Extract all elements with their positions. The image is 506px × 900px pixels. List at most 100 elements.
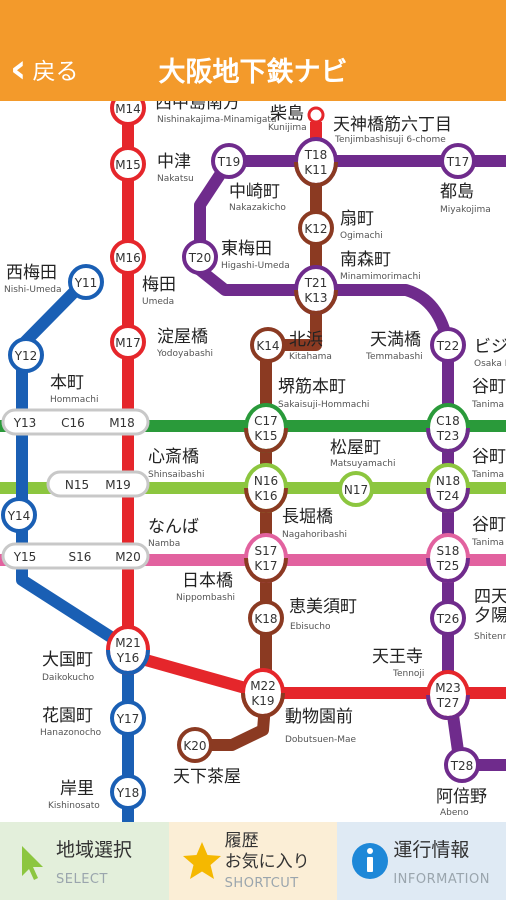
station-marker[interactable]: K18 xyxy=(248,600,284,636)
station-marker[interactable]: T26 xyxy=(430,600,466,636)
station-marker[interactable]: M14 xyxy=(110,101,146,126)
tab-information[interactable]: 運行情報 INFORMATION xyxy=(337,822,506,900)
station-marker[interactable]: Y11 xyxy=(68,264,104,300)
station-circle xyxy=(8,337,44,373)
station-romaji: Temmabashi xyxy=(365,352,423,362)
station-circle-half xyxy=(294,289,338,315)
station-circle xyxy=(430,327,466,363)
station-circle-half xyxy=(426,694,470,720)
station-marker[interactable]: K14 xyxy=(250,327,286,363)
station-name: 夕陽 xyxy=(474,606,506,626)
station-name: 西中島南方 xyxy=(155,101,240,113)
station-circle-half xyxy=(241,692,285,718)
station-circle xyxy=(211,143,247,179)
station-marker[interactable]: K20 xyxy=(177,727,213,763)
station-circle xyxy=(110,324,146,360)
station-marker[interactable]: M15 xyxy=(110,146,146,182)
station-marker[interactable]: M17 xyxy=(110,324,146,360)
station-marker[interactable]: Y14 xyxy=(1,497,37,533)
tab-shortcut[interactable]: 履歴 お気に入り SHORTCUT xyxy=(168,822,338,900)
station-code: Y15 xyxy=(13,550,37,564)
station-marker[interactable]: T28 xyxy=(444,747,480,783)
station-code: Y17 xyxy=(116,712,140,726)
station-name: 花園町 xyxy=(42,706,93,726)
station-circle xyxy=(110,700,146,736)
tab-region-select[interactable]: 地域選択 SELECT xyxy=(0,822,169,900)
station-code: Y12 xyxy=(14,349,38,363)
station-marker[interactable]: Y17 xyxy=(110,700,146,736)
station-code: T20 xyxy=(188,251,212,265)
station-code: K12 xyxy=(304,222,327,236)
station-code: T23 xyxy=(436,429,460,443)
station-code: T27 xyxy=(436,696,460,710)
station-romaji: Tanima xyxy=(471,470,504,480)
station-name: ビジネ xyxy=(474,337,506,357)
station-circle xyxy=(250,327,286,363)
station-circle-half xyxy=(106,649,150,675)
station-romaji: Ogimachi xyxy=(340,231,383,241)
station-romaji: Tenjimbashisuji 6-chome xyxy=(334,135,446,145)
station-marker[interactable]: Y12 xyxy=(8,337,44,373)
tab-shortcut-label: 履歴 お気に入り xyxy=(224,831,310,872)
back-button[interactable]: ‹ 戻る xyxy=(10,44,78,94)
station-marker[interactable]: Y18 xyxy=(110,774,146,810)
station-marker[interactable]: T22 xyxy=(430,327,466,363)
station-marker[interactable]: N17 xyxy=(338,471,374,507)
station-name: 中津 xyxy=(157,152,191,172)
station-code: Y11 xyxy=(74,276,98,290)
station-marker[interactable]: K12 xyxy=(298,210,334,246)
station-code: M18 xyxy=(109,416,135,430)
station-romaji: Tanima xyxy=(471,538,504,548)
station-code: K19 xyxy=(251,694,274,708)
station-romaji: Umeda xyxy=(142,297,174,307)
station-circle-half xyxy=(294,161,338,187)
station-code: Y14 xyxy=(7,509,31,523)
chevron-left-icon: ‹ xyxy=(10,46,27,92)
station-pill xyxy=(46,470,150,498)
station-romaji: Higashi-Umeda xyxy=(221,261,290,271)
station-romaji: Nagahoribashi xyxy=(282,530,347,540)
station-code: M20 xyxy=(115,550,141,564)
station-code: K11 xyxy=(304,163,327,177)
station-romaji: Nippombashi xyxy=(176,593,235,603)
station-marker[interactable]: M16 xyxy=(110,239,146,275)
station-code: M15 xyxy=(115,158,141,172)
station-name: 心斎橋 xyxy=(148,447,199,467)
station-name: 梅田 xyxy=(142,275,176,295)
station-name: 堺筋本町 xyxy=(278,377,346,397)
tab-information-sub: INFORMATION xyxy=(393,872,490,887)
station-romaji: Miyakojima xyxy=(440,205,491,215)
station-marker[interactable]: T17 xyxy=(440,143,476,179)
station-circle-half xyxy=(244,487,288,513)
station-circle xyxy=(182,239,218,275)
station-romaji: Daikokucho xyxy=(42,673,95,683)
station-code: T24 xyxy=(436,489,460,503)
station-romaji: Yodoyabashi xyxy=(156,349,213,359)
station-name: 天下茶屋 xyxy=(173,767,241,787)
station-marker[interactable]: T19 xyxy=(211,143,247,179)
station-name: 阿倍野 xyxy=(436,787,487,807)
station-marker[interactable]: T20 xyxy=(182,239,218,275)
station-code: M17 xyxy=(115,336,141,350)
station-name: 松屋町 xyxy=(330,438,381,458)
station-code: C16 xyxy=(61,416,85,430)
station-circle xyxy=(110,146,146,182)
station-code: N18 xyxy=(436,474,460,488)
station-circle xyxy=(1,497,37,533)
